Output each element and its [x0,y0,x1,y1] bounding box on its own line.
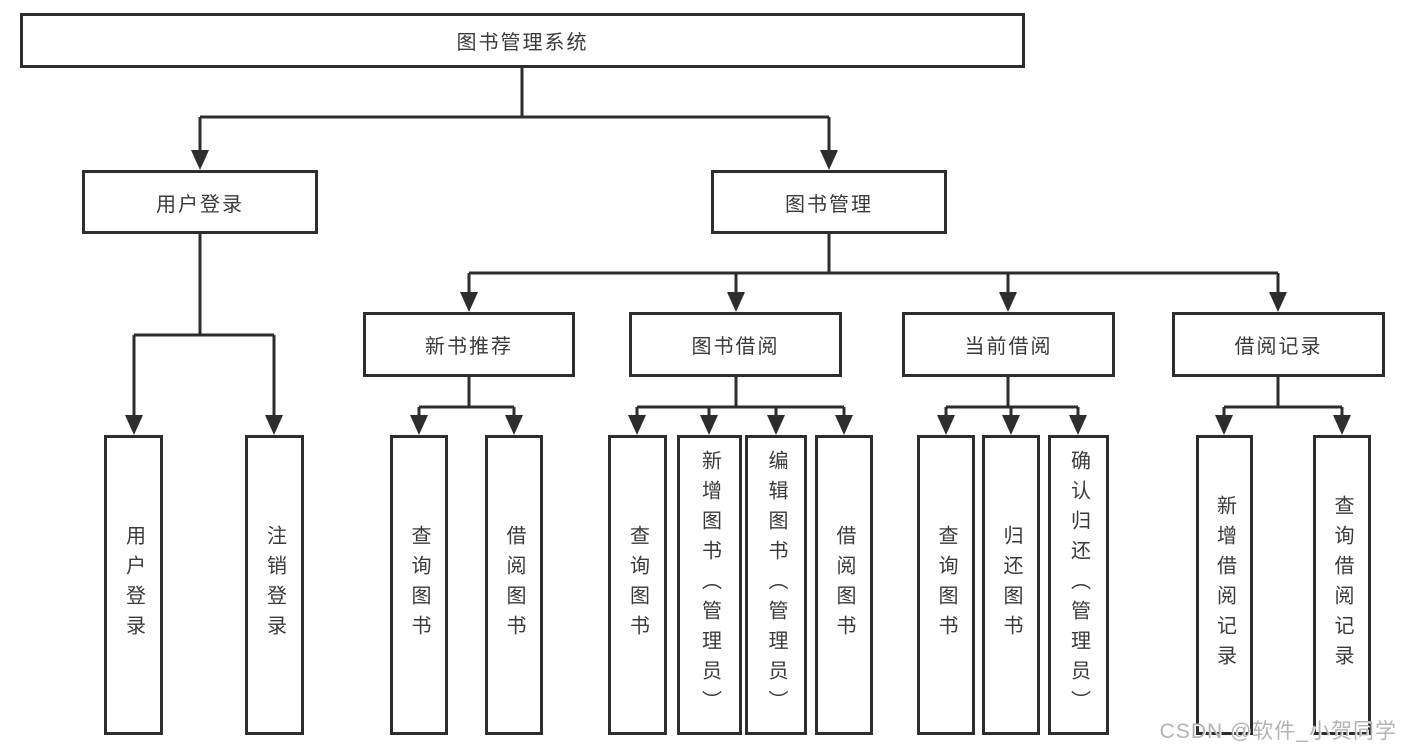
node-user-login-label: 用户登录 [156,193,244,216]
node-root-label: 图书管理系统 [456,32,589,54]
leaf-confirm-return-admin: 确认归还（管理员） [1048,435,1109,735]
csdn-watermark: CSDN @软件_小贺同学 [1159,720,1397,743]
node-current-borrowing-label: 当前借阅 [964,336,1053,358]
node-book-borrowing: 图书借阅 [629,312,842,377]
leaf-logout: 注销登录 [245,435,304,735]
leaf-user-login: 用户登录 [104,435,163,735]
leaf-query-books-recommend: 查询图书 [390,435,448,735]
leaf-query-books-current: 查询图书 [917,435,975,735]
node-user-login: 用户登录 [82,170,318,234]
leaf-return-books: 归还图书 [982,435,1040,735]
node-borrowing-records-label: 借阅记录 [1234,336,1323,358]
node-new-book-recommendation: 新书推荐 [363,312,575,377]
leaf-borrow-books-recommend: 借阅图书 [485,435,543,735]
leaf-borrow-books-borrowing: 借阅图书 [815,435,873,735]
node-borrowing-records: 借阅记录 [1172,312,1385,377]
node-current-borrowing: 当前借阅 [902,312,1115,377]
node-book-borrowing-label: 图书借阅 [691,336,780,358]
node-new-book-recommendation-label: 新书推荐 [425,336,513,358]
node-book-management-label: 图书管理 [785,193,873,216]
leaf-edit-book-admin: 编辑图书（管理员） [745,435,807,735]
leaf-add-book-admin: 新增图书（管理员） [677,435,742,735]
leaf-query-borrow-record: 查询借阅记录 [1313,435,1371,735]
leaf-add-borrow-record: 新增借阅记录 [1196,435,1253,735]
leaf-query-books-borrowing: 查询图书 [608,435,667,735]
node-book-management: 图书管理 [711,170,947,234]
node-root-system: 图书管理系统 [20,13,1025,68]
